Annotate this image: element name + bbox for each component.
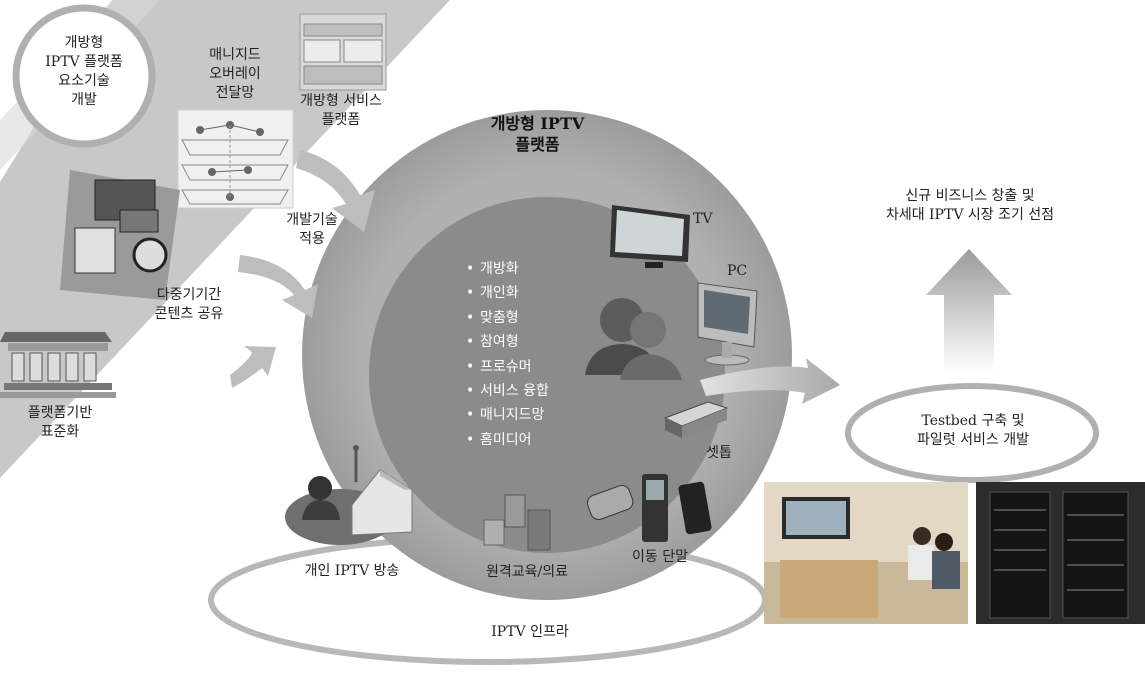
testbed-photo-server-rack <box>976 482 1145 624</box>
new-business-label: 신규 비즈니스 창출 및 차세대 IPTV 시장 조기 선점 <box>885 188 1055 223</box>
arrow-platform-to-testbed <box>700 358 840 404</box>
personal-broadcast-label: 개인 IPTV 방송 <box>304 563 400 579</box>
open-service-platform-label: 개방형 서비스 플랫폼 <box>300 93 382 128</box>
feature-item: •개인화 <box>466 285 519 302</box>
tv-label: TV <box>693 211 713 227</box>
service-platform-image <box>299 13 387 91</box>
feature-item: •개방화 <box>466 261 519 277</box>
pc-icon <box>697 282 758 366</box>
testbed-ellipse <box>845 383 1099 483</box>
feature-item: •맞춤형 <box>466 309 519 326</box>
infra-label: IPTV 인프라 <box>491 624 569 640</box>
standardization-label: 플랫폼기반 표준화 <box>27 405 93 440</box>
multi-device-image <box>60 170 180 300</box>
pc-label: PC <box>727 263 748 279</box>
center-title: 개방형 IPTV 플랫폼 <box>490 114 585 154</box>
feature-item: •홈미디어 <box>466 431 532 448</box>
feature-item: •서비스 융합 <box>466 383 549 400</box>
feature-item: •프로슈머 <box>466 358 532 375</box>
feature-item: •참여형 <box>466 334 519 351</box>
arrow-dev-to-platform <box>238 255 318 318</box>
tv-icon <box>610 205 690 268</box>
users-icon <box>585 298 682 380</box>
managed-overlay-label: 매니지드 오버레이 전달망 <box>209 47 261 101</box>
testbed-label: Testbed 구축 및 파일럿 서비스 개발 <box>917 413 1029 448</box>
arrow-overlay-to-platform <box>296 150 375 232</box>
testbed-photo-living-room <box>764 482 968 624</box>
feature-list: •개방화 •개인화 •맞춤형 •참여형 •프로슈머 •서비스 융합 •매니지드망… <box>466 257 549 452</box>
feature-item: •매니지드망 <box>466 407 545 424</box>
standardization-image <box>0 332 116 398</box>
top-left-circle-label: 개방형 IPTV 플랫폼 요소기술 개발 <box>45 35 123 108</box>
personal-broadcast-icon <box>285 445 413 545</box>
mobile-devices-icon <box>586 474 712 542</box>
dev-tech-apply-label: 개발기술 적용 <box>286 212 338 247</box>
mobile-label: 이동 단말 <box>632 549 688 565</box>
buildings-icon <box>483 494 551 551</box>
arrow-standard-to-platform <box>230 346 276 388</box>
remote-edu-label: 원격교육/의료 <box>486 564 568 580</box>
overlay-network-image <box>177 109 294 209</box>
up-arrow <box>926 249 1012 372</box>
top-left-circle <box>12 4 156 148</box>
settop-label: 셋톱 <box>706 445 732 461</box>
platform-inner-disc <box>369 197 725 553</box>
multi-device-label: 다중기기간 콘텐츠 공유 <box>154 287 224 322</box>
settop-icon <box>663 401 729 438</box>
